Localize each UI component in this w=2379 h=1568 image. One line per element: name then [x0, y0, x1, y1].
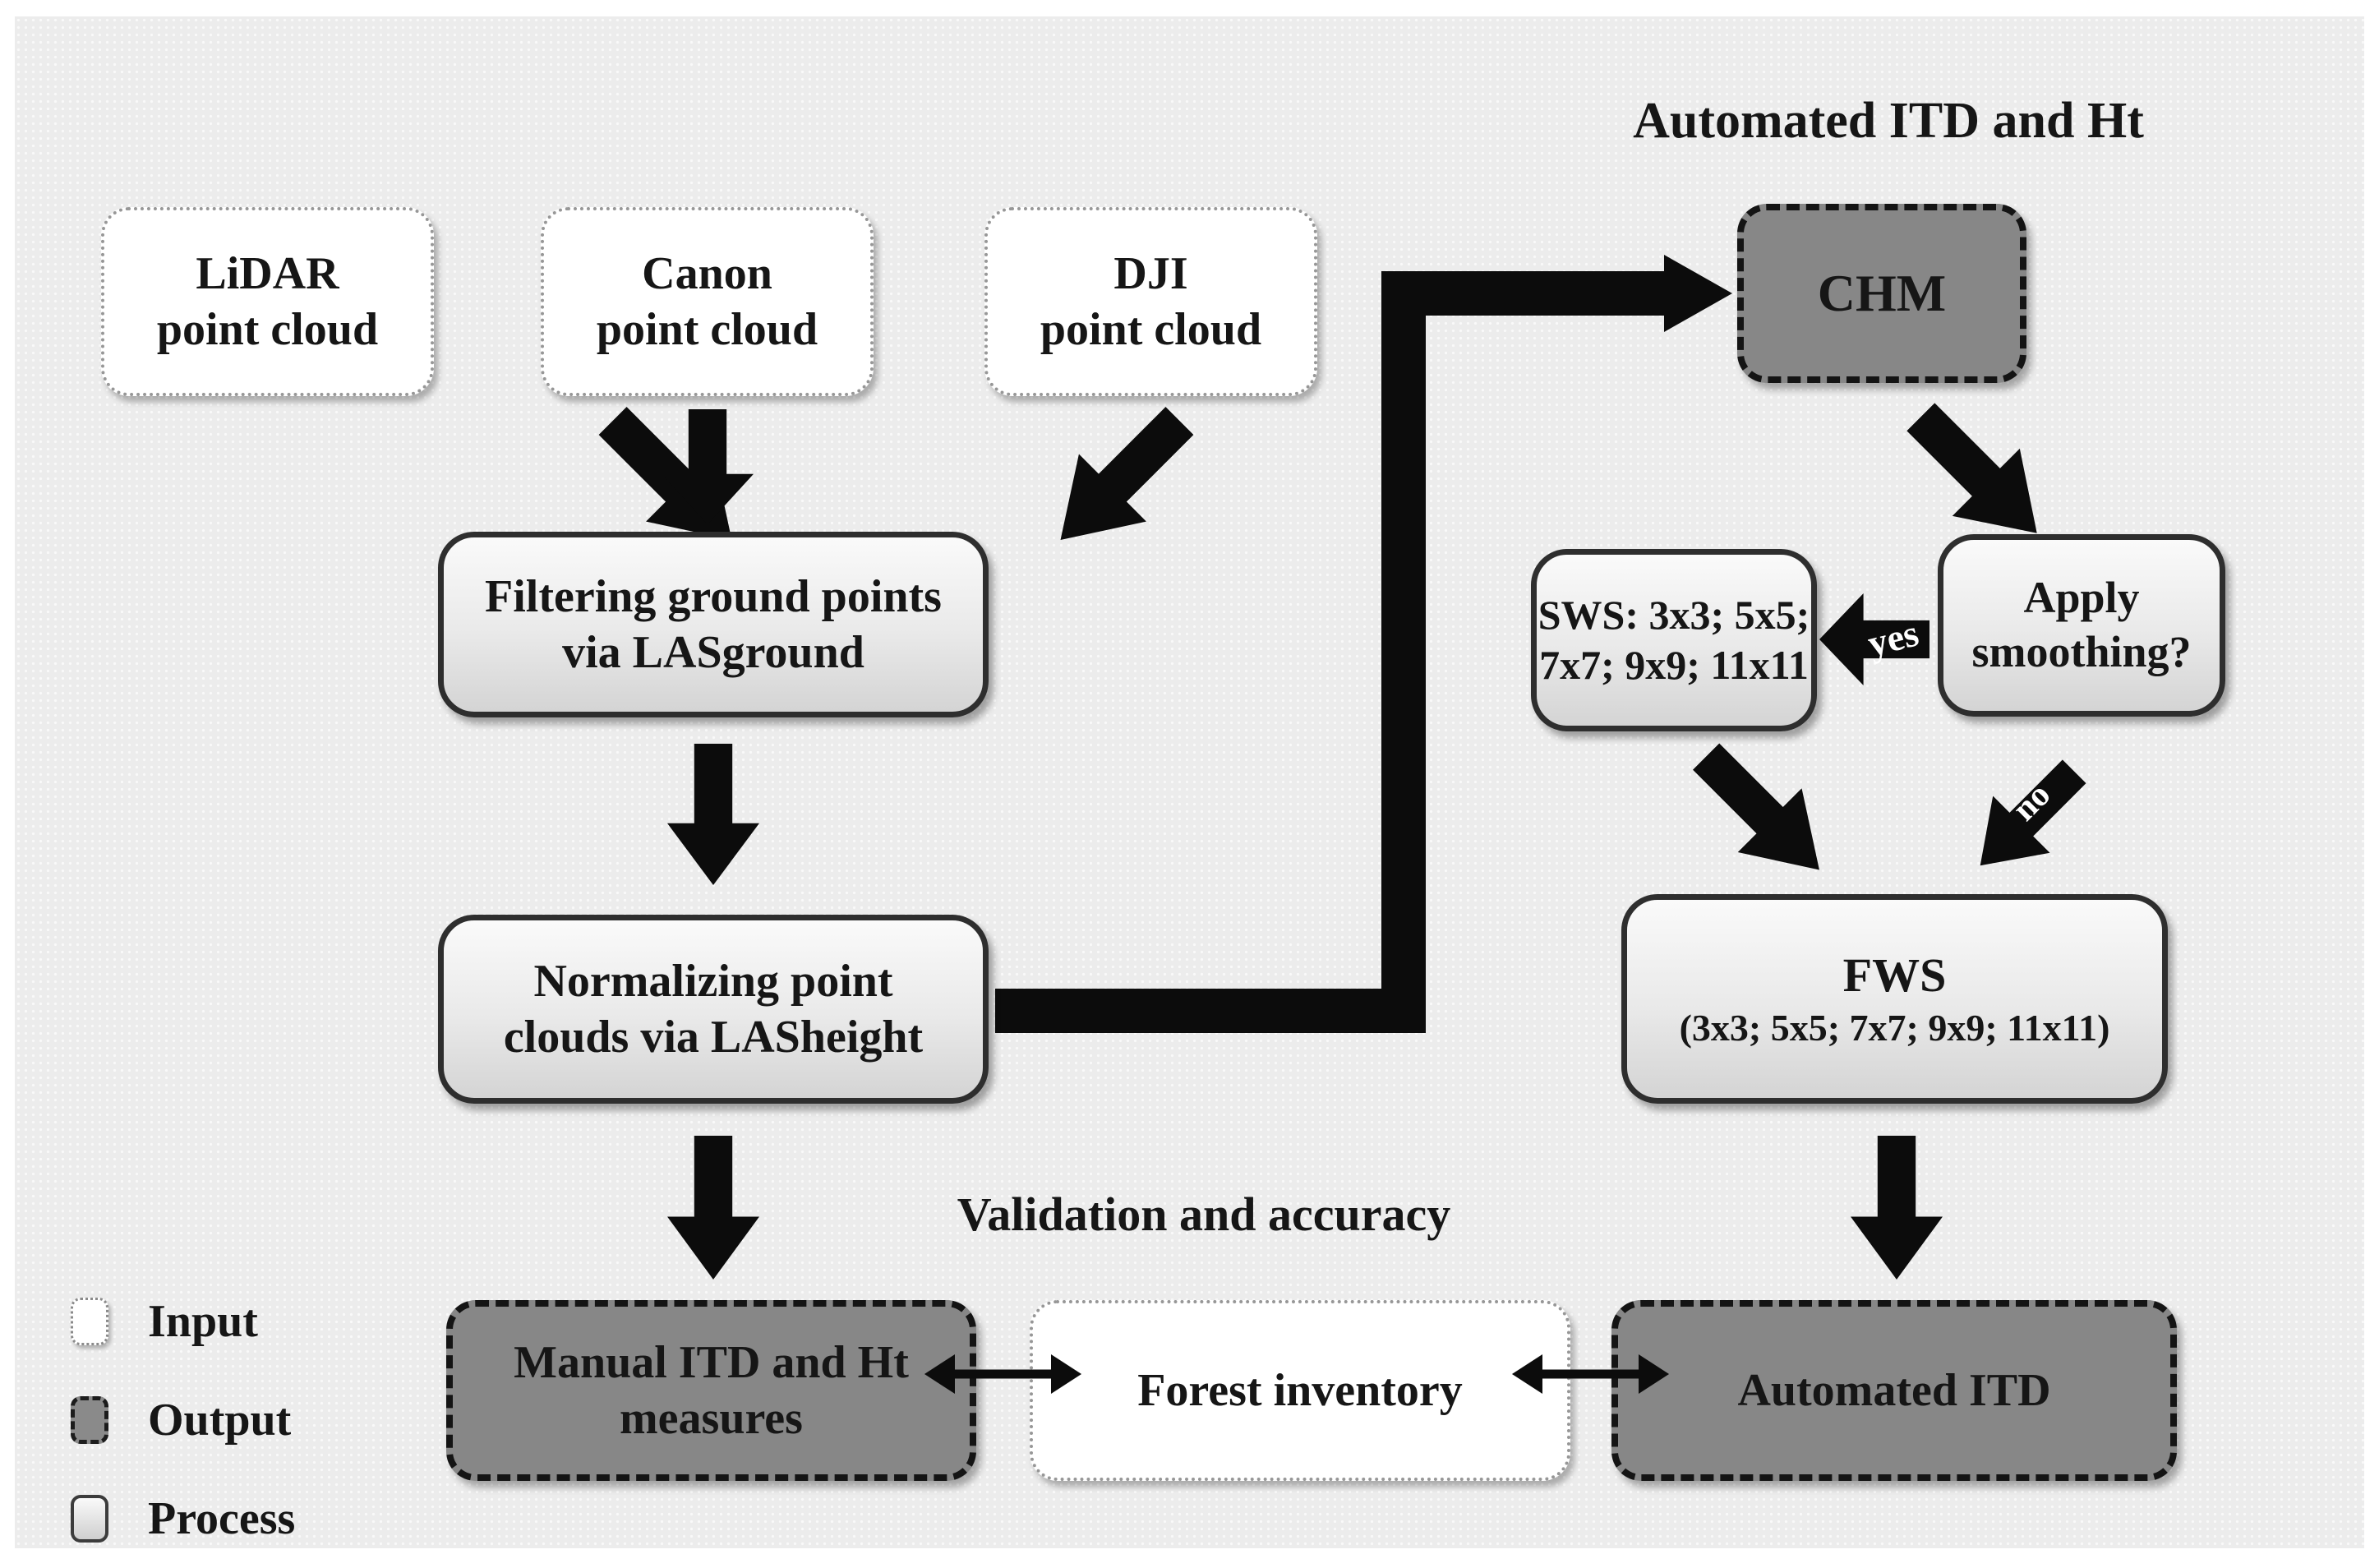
node-normalizing-lasheight: Normalizing point clouds via LASheight	[438, 915, 989, 1104]
node-sws: SWS: 3x3; 5x5; 7x7; 9x9; 11x11	[1531, 549, 1817, 731]
input-legend-icon	[71, 1298, 108, 1345]
connector-normalizing-to-manual-itd	[667, 1136, 759, 1280]
node-filtering-lasground: Filtering ground points via LASground	[438, 532, 989, 717]
legend-output-label: Output	[148, 1395, 292, 1446]
node-filtering-label: Filtering ground points via LASground	[485, 570, 942, 678]
node-dji-point-cloud: DJI point cloud	[984, 207, 1317, 396]
output-legend-icon	[71, 1396, 108, 1444]
connector-manual-itd-forest-inventory	[923, 1341, 1083, 1407]
node-forest-inventory: Forest inventory	[1030, 1300, 1570, 1481]
node-automated-itd: Automated ITD	[1611, 1300, 2177, 1481]
node-fws: FWS (3x3; 5x5; 7x7; 9x9; 11x11)	[1621, 894, 2168, 1104]
legend-item-input: Input	[71, 1292, 258, 1351]
node-canon-label: Canon point cloud	[596, 247, 818, 355]
node-fws-title: FWS	[1842, 948, 1947, 1003]
node-manual-itd-ht-measures: Manual ITD and Ht measures	[446, 1300, 976, 1481]
node-fws-subtitle: (3x3; 5x5; 7x7; 9x9; 11x11)	[1679, 1006, 2110, 1049]
connector-fws-to-automated-itd	[1851, 1136, 1943, 1280]
caption-validation-accuracy: Validation and accuracy	[957, 1188, 1451, 1241]
connector-apply-smoothing-to-sws-yes	[1819, 593, 1929, 685]
flowchart-canvas: Automated ITD and Ht Validation and accu…	[15, 16, 2364, 1548]
legend-input-label: Input	[148, 1296, 258, 1347]
node-chm-label: CHM	[1817, 263, 1947, 322]
connector-apply-smoothing-to-fws-no	[1952, 743, 2103, 894]
node-chm: CHM	[1737, 204, 2026, 383]
connector-filtering-to-normalizing	[667, 744, 759, 885]
legend-process-label: Process	[148, 1493, 296, 1544]
legend-item-process: Process	[71, 1489, 295, 1548]
node-lidar-label: LiDAR point cloud	[156, 247, 379, 355]
node-forest-inventory-label: Forest inventory	[1137, 1364, 1463, 1416]
node-canon-point-cloud: Canon point cloud	[541, 207, 874, 396]
connector-chm-to-apply-smoothing	[1887, 383, 2070, 566]
node-lidar-point-cloud: LiDAR point cloud	[101, 207, 434, 396]
legend-item-output: Output	[71, 1390, 291, 1450]
node-apply-smoothing: Apply smoothing?	[1938, 534, 2225, 717]
node-manual-itd-label: Manual ITD and Ht measures	[514, 1336, 909, 1444]
connector-sws-to-fws	[1674, 725, 1851, 902]
connector-forest-inventory-automated-itd	[1510, 1341, 1671, 1407]
connector-normalizing-to-chm	[989, 238, 1753, 1068]
connector-canon-to-filtering	[662, 409, 754, 524]
connector-dji-to-filtering	[1027, 387, 1214, 574]
node-normalizing-label: Normalizing point clouds via LASheight	[503, 955, 924, 1063]
node-automated-itd-label: Automated ITD	[1737, 1364, 2051, 1416]
process-legend-icon	[71, 1495, 108, 1543]
title-automated-itd-ht: Automated ITD and Ht	[1633, 93, 2144, 149]
node-dji-label: DJI point cloud	[1040, 247, 1262, 355]
node-apply-smoothing-label: Apply smoothing?	[1971, 573, 2192, 676]
node-sws-label: SWS: 3x3; 5x5; 7x7; 9x9; 11x11	[1538, 592, 1810, 688]
